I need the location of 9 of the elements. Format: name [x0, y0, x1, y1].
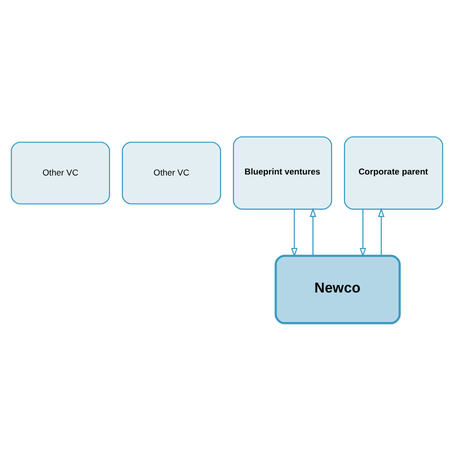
arrow [310, 207, 316, 256]
node-box: Other VC [10, 141, 110, 204]
node-box: Other VC [122, 141, 222, 204]
node-box: Newco [274, 254, 401, 324]
node-box: Corporate parent [344, 136, 444, 210]
node-box: Blueprint ventures [232, 136, 332, 210]
arrow [291, 208, 298, 257]
arrow [360, 208, 366, 257]
arrow [378, 207, 385, 256]
